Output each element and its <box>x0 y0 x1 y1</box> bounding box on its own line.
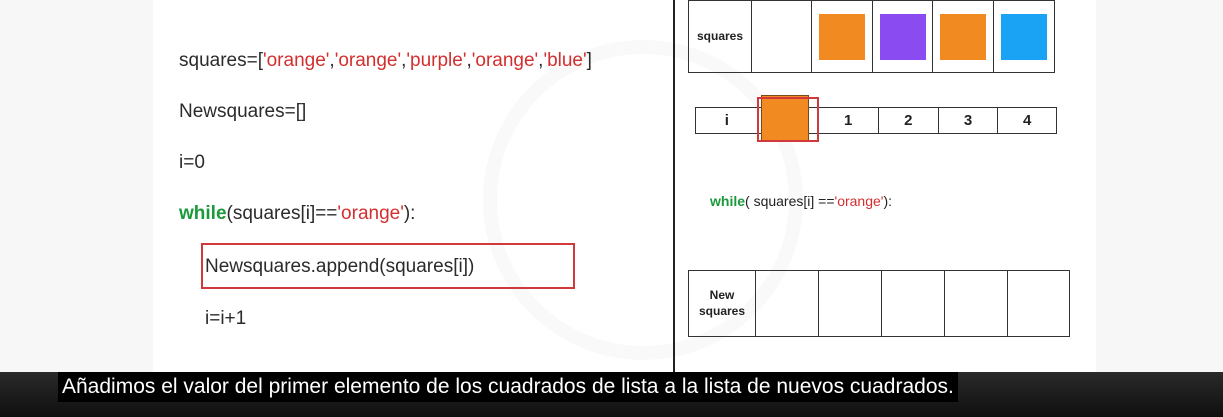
code-sep: , <box>401 50 407 71</box>
index-cell-3: 3 <box>939 108 999 133</box>
new-squares-cell-4 <box>1008 271 1069 336</box>
orange-square <box>819 13 865 60</box>
left-margin <box>0 0 153 372</box>
code-str-0: 'orange' <box>262 50 330 71</box>
code-str-1: 'orange' <box>334 50 402 71</box>
new-squares-label-line2: squares <box>698 303 746 318</box>
new-squares-cell-2 <box>882 271 945 336</box>
new-squares-label-line1: New <box>709 287 735 302</box>
code-i-init: i=0 <box>179 152 205 173</box>
code-while-cond-suffix: ): <box>403 203 416 224</box>
new-squares-table: New squares <box>688 270 1070 337</box>
while-right-cond-str: 'orange' <box>834 193 884 209</box>
new-squares-label: New squares <box>689 271 756 336</box>
code-sep: , <box>538 50 544 71</box>
orange-square <box>940 13 986 60</box>
code-while-cond-str: 'orange' <box>337 203 404 224</box>
squares-cell-2 <box>873 1 933 72</box>
squares-cell-1 <box>812 1 873 72</box>
code-squares-prefix: squares=[ <box>179 50 263 71</box>
new-squares-cell-0 <box>756 271 819 336</box>
code-squares-suffix: ] <box>586 50 592 71</box>
while-right-cond-prefix: ( squares[i] == <box>745 193 835 209</box>
index-table: i 1 2 3 4 <box>695 107 1057 134</box>
while-right-cond-suffix: ): <box>883 193 893 209</box>
index-cell-2: 2 <box>879 108 939 133</box>
code-newsquares-init: Newsquares=[] <box>179 101 307 122</box>
right-margin <box>1096 0 1223 372</box>
current-index-highlight <box>757 97 819 142</box>
squares-label: squares <box>689 1 752 72</box>
code-while-cond-prefix: (squares[i]== <box>226 203 338 224</box>
code-str-3: 'orange' <box>471 50 539 71</box>
code-increment-line: i=i+1 <box>205 308 247 329</box>
video-subtitle: Añadimos el valor del primer elemento de… <box>58 372 958 402</box>
code-str-2: 'purple' <box>406 50 467 71</box>
squares-cell-4 <box>994 1 1054 72</box>
code-str-4: 'blue' <box>543 50 587 71</box>
code-while-keyword: while <box>179 203 227 224</box>
code-sep: , <box>329 50 335 71</box>
code-squares-line: squares=['orange','orange','purple','ora… <box>179 50 592 72</box>
squares-cell-3 <box>933 1 994 72</box>
panel-divider <box>673 0 675 372</box>
while-right-line: while( squares[i] =='orange'): <box>710 193 892 209</box>
index-cell-4: 4 <box>1022 111 1032 129</box>
code-append-line: Newsquares.append(squares[i]) <box>205 256 475 277</box>
blue-square <box>1001 13 1047 60</box>
index-cell-1: 1 <box>818 108 879 133</box>
code-while-line: while(squares[i]=='orange'): <box>179 203 415 225</box>
while-right-keyword: while <box>710 193 746 209</box>
new-squares-cell-3 <box>945 271 1008 336</box>
append-highlight-box <box>201 243 575 289</box>
purple-square <box>879 13 926 60</box>
slide: squares=['orange','orange','purple','ora… <box>153 0 1096 372</box>
squares-table: squares <box>688 0 1055 73</box>
new-squares-cell-1 <box>819 271 882 336</box>
current-orange-square <box>761 95 809 141</box>
code-sep: , <box>466 50 472 71</box>
index-label: i <box>696 108 759 133</box>
squares-cell-0 <box>752 1 812 72</box>
